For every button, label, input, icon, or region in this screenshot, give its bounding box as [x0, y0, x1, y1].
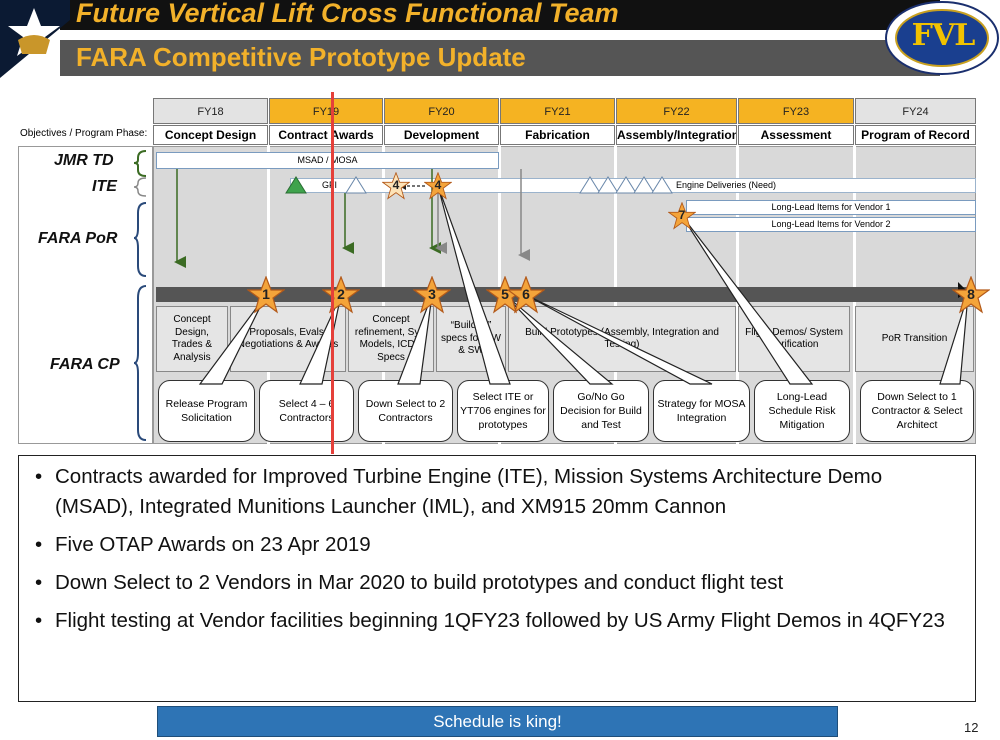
milestone-star-icon	[952, 276, 990, 314]
star-number: 5	[501, 286, 509, 302]
bullet-item: Flight testing at Vendor facilities begi…	[29, 606, 965, 636]
activity-box: “Build-to” specs for HW & SW	[436, 306, 506, 372]
star-number: 1	[262, 286, 270, 302]
fy-cell: FY23	[738, 98, 854, 124]
activity-box: Concept Design, Trades & Analysis	[156, 306, 228, 372]
milestone-box: Select 4 – 6 Contractors	[259, 380, 354, 442]
activity-box: Proposals, Evals, Negotiations & Awards	[230, 306, 346, 372]
engine-deliveries-label: Engine Deliveries (Need)	[676, 180, 777, 190]
phase-cell: Assessment	[738, 125, 854, 145]
lane-label-column	[18, 146, 153, 444]
slide-title: Future Vertical Lift Cross Functional Te…	[76, 0, 619, 28]
fy-cell: FY20	[384, 98, 499, 124]
milestone-star-icon	[507, 276, 545, 314]
milestone-box: Select ITE or YT706 engines for prototyp…	[457, 380, 549, 442]
phase-cell: Contract Awards	[269, 125, 383, 145]
milestone-box: Strategy for MOSA Integration	[653, 380, 750, 442]
milestone-box: Long-Lead Schedule Risk Mitigation	[754, 380, 850, 442]
milestone-box: Release Program Solicitation	[158, 380, 255, 442]
activity-box: Concept refinement, Sys. Models, ICDs, S…	[348, 306, 434, 372]
bullet-item: Five OTAP Awards on 23 Apr 2019	[29, 530, 965, 560]
star-number: 7	[678, 208, 686, 222]
star-number: 3	[428, 286, 436, 302]
army-star-logo-icon	[0, 0, 70, 78]
lane-label-fara-cp: FARA CP	[50, 356, 120, 373]
lane-label-fara-por: FARA PoR	[38, 230, 118, 247]
lane-braces-icon	[133, 150, 147, 441]
lane-label-ite: ITE	[92, 178, 117, 195]
gfi-label: GFI	[322, 180, 337, 190]
fy-cell: FY24	[855, 98, 976, 124]
bullet-item: Down Select to 2 Vendors in Mar 2020 to …	[29, 568, 965, 598]
phase-cell: Fabrication	[500, 125, 615, 145]
fvl-emblem-icon	[885, 1, 999, 75]
page-number: 12	[964, 720, 979, 735]
milestone-box: Down Select to 2 Contractors	[358, 380, 453, 442]
milestone-star-icon	[322, 276, 360, 314]
star-number: 4	[434, 178, 442, 192]
activity-box: Build Prototypes (Assembly, Integration …	[508, 306, 736, 372]
phase-cell: Assembly/Integration	[616, 125, 737, 145]
milestone-star-icon	[413, 276, 451, 314]
activity-box: Flight Demos/ System Verification	[738, 306, 850, 372]
current-date-line	[331, 92, 334, 454]
phase-cell: Development	[384, 125, 499, 145]
milestone-star-icon	[424, 172, 452, 200]
milestone-star-icon	[382, 172, 410, 200]
fy-cell: FY21	[500, 98, 615, 124]
phase-row-label: Objectives / Program Phase:	[20, 128, 148, 139]
fvl-emblem-text: FVL	[911, 18, 976, 53]
milestone-box: Down Select to 1 Contractor & Select Arc…	[860, 380, 974, 442]
msad-bar: MSAD / MOSA	[156, 152, 499, 169]
milestone-box: Go/No Go Decision for Build and Test	[553, 380, 649, 442]
star-number: 8	[967, 286, 975, 302]
bullet-item: Contracts awarded for Improved Turbine E…	[29, 462, 965, 522]
phase-cell: Program of Record	[855, 125, 976, 145]
star-number: 6	[522, 286, 530, 302]
milestone-star-icon	[668, 202, 696, 230]
fy-cell: FY18	[153, 98, 268, 124]
fy-cell: FY22	[616, 98, 737, 124]
star-number: 2	[337, 286, 345, 302]
vendor1-bar: Long-Lead Items for Vendor 1	[686, 200, 976, 215]
lane-label-jmr: JMR TD	[54, 152, 114, 169]
schedule-banner: Schedule is king!	[157, 706, 838, 737]
slide-subtitle: FARA Competitive Prototype Update	[76, 42, 526, 72]
milestone-star-icon	[247, 276, 285, 314]
star-number: 4	[392, 178, 400, 192]
activity-box: PoR Transition	[855, 306, 974, 372]
subtitle-band	[60, 40, 940, 76]
slide-header: Future Vertical Lift Cross Functional Te…	[0, 0, 1000, 78]
title-band	[60, 0, 940, 30]
vendor2-bar: Long-Lead Items for Vendor 2	[686, 217, 976, 232]
phase-cell: Concept Design	[153, 125, 268, 145]
fy-cell: FY19	[269, 98, 383, 124]
summary-bullets: Contracts awarded for Improved Turbine E…	[18, 455, 976, 702]
